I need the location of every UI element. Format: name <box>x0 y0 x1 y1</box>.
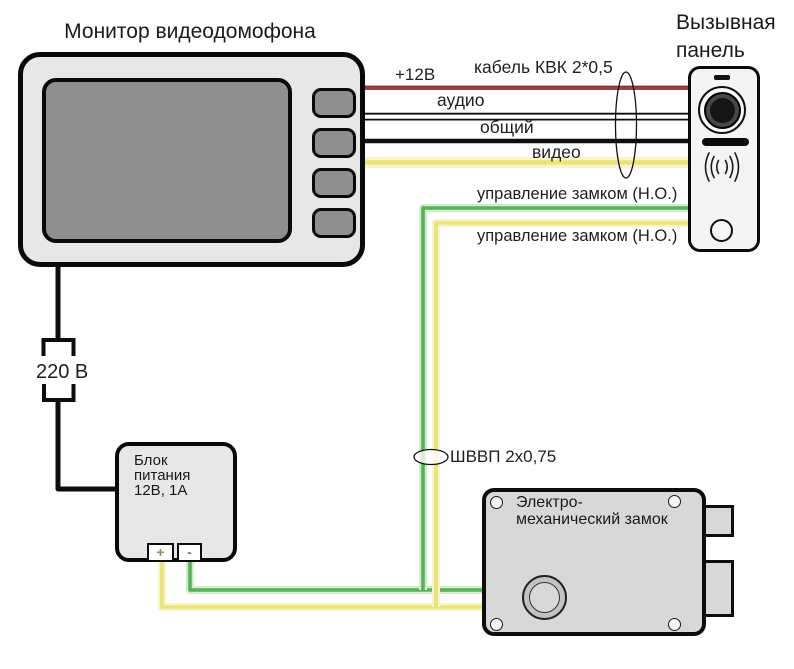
wire-audio-body <box>364 113 690 120</box>
mains-connector-top <box>41 338 76 356</box>
cable-label-shvvp: ШВВП 2х0,75 <box>450 447 557 466</box>
monitor-button-1 <box>312 88 356 118</box>
cable-bundle-ellipse-shvvp <box>413 448 449 466</box>
lock-screw-top-left <box>490 496 503 509</box>
cable-bundle-ellipse-kvk <box>614 71 638 179</box>
psu-label-line3: 12В, 1А <box>134 482 188 499</box>
monitor-button-3 <box>312 168 356 198</box>
psu-label-line1: Блок <box>134 452 168 469</box>
call-panel-title-line2: панель <box>676 39 745 62</box>
psu-label-line2: питания <box>134 467 191 484</box>
camera-lens <box>710 98 735 123</box>
wire-label-12v: +12В <box>395 65 436 84</box>
wire-label-common: общий <box>480 117 534 137</box>
panel-speaker-slot <box>702 138 749 146</box>
wire-psu-green <box>188 558 485 592</box>
power-supply <box>115 442 237 562</box>
lock-screw-bottom-left <box>490 618 503 631</box>
mains-connector-bottom <box>42 384 76 402</box>
lock-label: Электро- механический замок <box>516 494 668 528</box>
lock-label-line2: механический замок <box>516 510 668 528</box>
wire-psu-yellow <box>160 558 485 609</box>
cable-label-kvk: кабель КВК 2*0,5 <box>474 57 613 77</box>
wire-panel-yellow <box>434 221 690 607</box>
mains-voltage-label: 220 В <box>36 361 89 383</box>
wire-label-audio: аудио <box>437 90 485 110</box>
wire-label-video: видео <box>532 142 581 162</box>
monitor-button-2 <box>312 128 356 158</box>
lock-screw-bottom-right <box>668 618 681 631</box>
call-button <box>710 219 733 242</box>
lock-bolt-large <box>703 560 734 617</box>
panel-mic-slit <box>714 75 730 80</box>
monitor-title: Монитор видеодомофона <box>64 20 316 43</box>
mains-wire-bottom <box>55 400 117 492</box>
call-panel-title-line1: Вызывная <box>676 11 776 34</box>
speaker-waves-icon <box>704 152 740 182</box>
lock-screw-top-right <box>668 495 681 508</box>
wire-label-lock-control-top: управление замком (Н.О.) <box>477 185 678 203</box>
monitor-screen <box>42 78 292 243</box>
power-supply-label: Блок питания 12В, 1А <box>134 453 190 498</box>
monitor-button-4 <box>312 208 356 238</box>
lock-cylinder-inner <box>529 582 560 613</box>
wire-label-lock-control-bottom: управление замком (Н.О.) <box>477 227 678 245</box>
electromechanical-lock <box>482 488 706 636</box>
lock-bolt-small <box>703 505 734 537</box>
lock-label-line1: Электро- <box>516 494 583 511</box>
psu-terminal-minus: - <box>177 543 202 562</box>
call-panel-title: Вызывная панель <box>676 9 776 65</box>
psu-terminal-plus: + <box>147 543 174 562</box>
wire-psu-green-glow <box>186 558 485 594</box>
